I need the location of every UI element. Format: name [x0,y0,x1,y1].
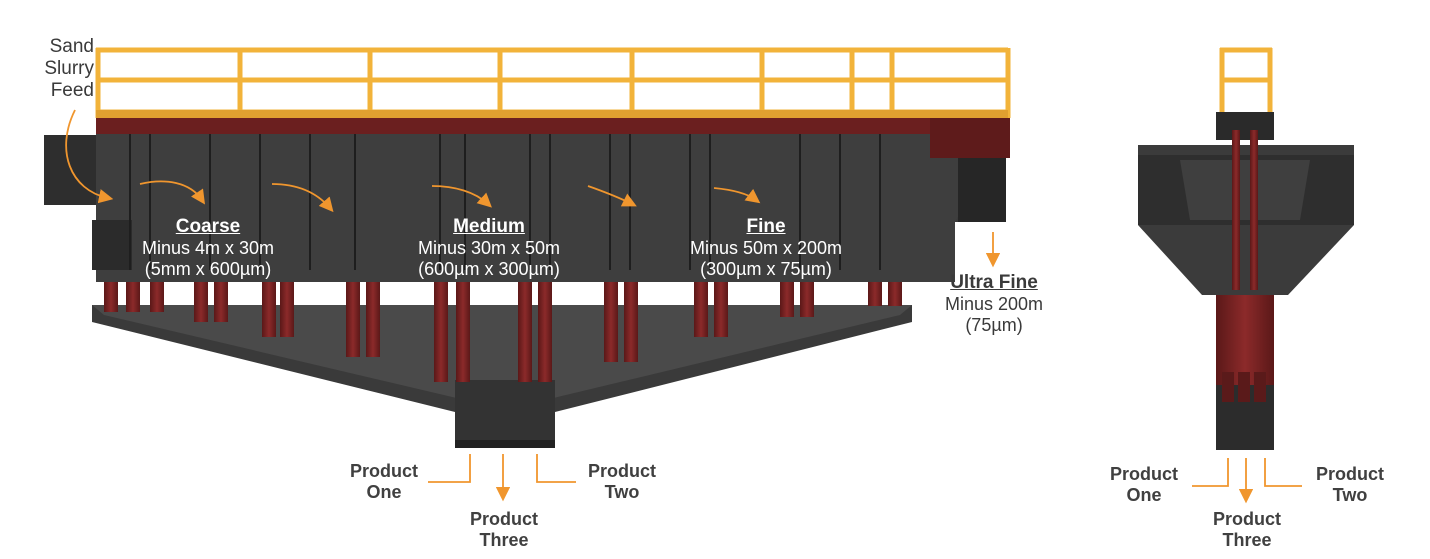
zone-fine: Fine Minus 50m x 200m (300µm x 75µm) [666,216,866,279]
walkway-deck [96,110,1008,118]
side-product-one: Product One [340,461,428,502]
end-product-one: Product One [1100,464,1188,505]
feed-label-line3: Feed [50,79,94,101]
end-discharge-chutes [1222,372,1266,402]
side-product-three-line2: Three [479,529,529,550]
end-product-three-line2: Three [1222,529,1272,550]
ultra-fine-title: Ultra Fine [950,272,1038,293]
end-product-three: Product Three [1202,509,1292,550]
zone-coarse: Coarse Minus 4m x 30m (5mm x 600µm) [120,216,296,279]
end-product-one-line2: One [1126,484,1162,505]
zone-fine-range: Minus 50m x 200m [689,237,843,258]
zone-medium: Medium Minus 30m x 50m (600µm x 300µm) [396,216,582,279]
side-product-three-line1: Product [469,509,538,529]
zone-coarse-metric: (5mm x 600µm) [144,258,272,279]
zone-coarse-title: Coarse [175,216,241,237]
side-product-one-line1: Product [349,461,418,481]
end-railing [1219,47,1273,122]
end-product-two-line1: Product [1315,464,1384,484]
end-tank-inner [1180,160,1310,220]
discharge-pipes [104,282,902,382]
feed-label-line2: Slurry [44,57,94,79]
ultra-fine-range: Minus 200m [944,293,1044,314]
ultra-fine-label: Ultra Fine Minus 200m (75µm) [930,272,1058,335]
end-top-module [1216,112,1274,140]
side-view [44,47,1011,502]
side-product-two: Product Two [578,461,666,502]
feed-label-line1: Sand [49,36,94,57]
side-product-two-line2: Two [604,481,640,502]
walkway-railing [95,47,1011,118]
chassis-beam [96,118,1010,134]
zone-medium-metric: (600µm x 300µm) [418,258,560,279]
end-product-two: Product Two [1306,464,1394,505]
zone-coarse-range: Minus 4m x 30m [141,237,275,258]
side-product-leaders [428,454,576,502]
zone-fine-metric: (300µm x 75µm) [700,258,832,279]
zone-medium-range: Minus 30m x 50m [417,237,561,258]
end-product-one-line1: Product [1109,464,1178,484]
collection-box [455,380,555,440]
end-product-leaders [1192,458,1302,504]
side-product-two-line1: Product [587,461,656,481]
flow-arrows [65,109,1001,268]
feed-label: Sand Slurry Feed [10,36,94,102]
zone-medium-title: Medium [453,216,525,237]
end-product-three-line1: Product [1212,509,1281,529]
end-product-two-line2: Two [1332,484,1368,505]
ultra-fine-metric: (75µm) [965,314,1023,335]
chassis-box [930,118,1010,158]
end-view [1138,47,1354,504]
tank-sloped-wall [96,132,980,282]
side-product-three: Product Three [459,509,549,550]
tank-left-end [92,220,132,270]
zone-fine-title: Fine [746,216,786,237]
collection-box-base [455,440,555,448]
side-product-one-line2: One [366,481,402,502]
